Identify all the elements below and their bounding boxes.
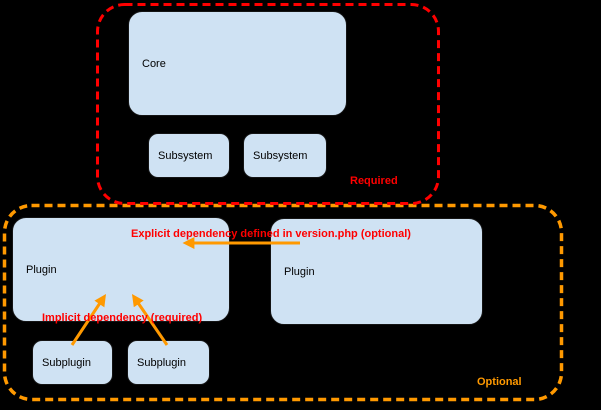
subsystem-box-2-label: Subsystem [253, 149, 308, 162]
core-box: Core [128, 11, 347, 116]
core-box-label: Core [142, 57, 166, 70]
subplugin-box-1-label: Subplugin [42, 356, 91, 369]
subsystem-box-1-label: Subsystem [158, 149, 213, 162]
subplugin-box-2: Subplugin [127, 340, 210, 385]
explicit-dependency-label: Explicit dependency defined in version.p… [131, 228, 411, 240]
subsystem-box-2: Subsystem [243, 133, 327, 178]
subplugin-box-1: Subplugin [32, 340, 113, 385]
required-group-label: Required [350, 175, 398, 187]
subplugin-box-2-label: Subplugin [137, 356, 186, 369]
implicit-dependency-label: Implicit dependency (required) [42, 312, 203, 324]
optional-group-label: Optional [477, 376, 522, 388]
plugin-box-right-label: Plugin [284, 265, 315, 278]
plugin-box-left-label: Plugin [26, 263, 57, 276]
subsystem-box-1: Subsystem [148, 133, 230, 178]
